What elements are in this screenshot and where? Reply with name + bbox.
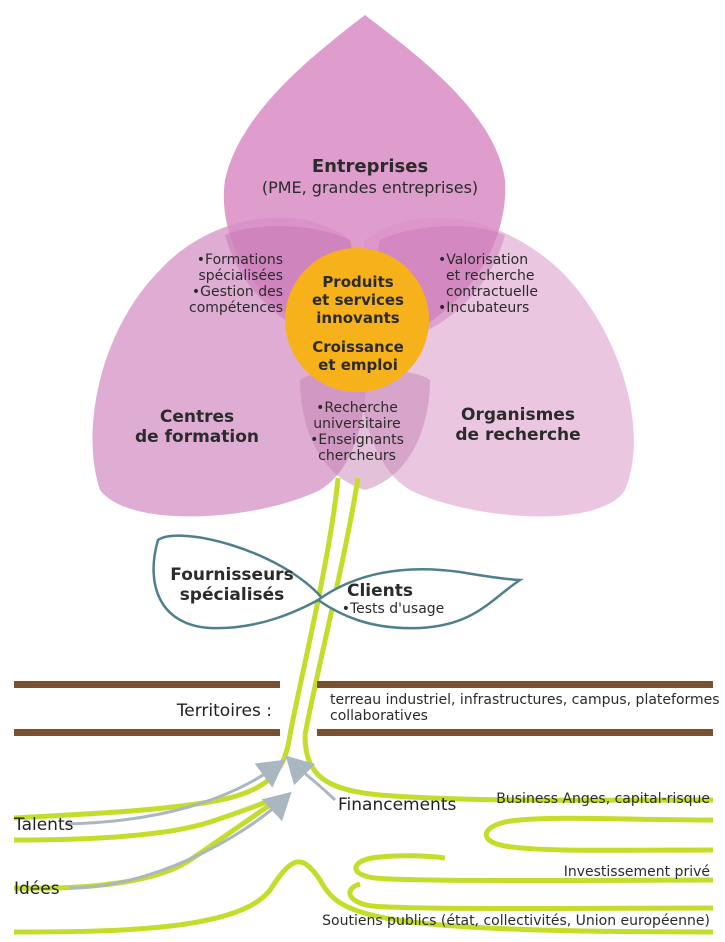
overlap-top-right-line: •Incubateurs xyxy=(438,300,529,316)
root-line xyxy=(13,859,714,935)
leaf-left-title-line: Fournisseurs xyxy=(170,565,293,585)
overlap-bottom-line: •Enseignants xyxy=(310,432,404,448)
root-line xyxy=(13,797,272,843)
talents-label: Talents xyxy=(13,815,74,835)
overlap-top-right-line: •Valorisation xyxy=(438,252,528,268)
stem-right-line xyxy=(302,477,361,736)
leaf-left-title-line: spécialisés xyxy=(180,585,285,605)
petal-top-subtitle: (PME, grandes entreprises) xyxy=(262,178,478,197)
overlap-bottom-line: •Recherche xyxy=(316,400,398,416)
root-line xyxy=(13,734,293,821)
center-line: et emploi xyxy=(318,356,398,374)
funding-soutiens-publics: Soutiens publics (état, collectivités, U… xyxy=(322,913,710,929)
center-line: et services xyxy=(312,291,404,309)
center-circle xyxy=(285,248,429,392)
petal-right-title-line: de recherche xyxy=(455,425,580,445)
territoires-label: Territoires : xyxy=(176,701,272,721)
financements-label: Financements xyxy=(338,795,456,815)
center-line: Croissance xyxy=(312,338,404,356)
funding-business-anges: Business Anges, capital-risque xyxy=(496,791,710,807)
petal-top-title: Entreprises xyxy=(312,156,428,177)
soil-bar-top-left xyxy=(14,681,280,688)
overlap-bottom-line: universitaire xyxy=(313,416,401,432)
soil-bar-bottom-right xyxy=(317,729,713,736)
overlap-top-left-line: spécialisées xyxy=(198,268,283,284)
overlap-bottom xyxy=(300,368,430,490)
overlap-top-right-line: et recherche xyxy=(446,268,534,284)
overlap-top-left-line: compétences xyxy=(189,300,283,316)
leaf-left xyxy=(152,534,324,630)
root-loop-investissement-lower xyxy=(347,881,714,911)
financements-arrow xyxy=(285,755,337,802)
soil-bar-bottom-left xyxy=(14,729,280,736)
territoires-description-line: collaboratives xyxy=(330,708,428,724)
talents-arrow xyxy=(64,759,286,826)
center-line: innovants xyxy=(316,309,400,327)
soil-bar-top-right xyxy=(317,681,713,688)
funding-investissement-prive: Investissement privé xyxy=(564,864,710,880)
overlap-top-right-line: contractuelle xyxy=(446,284,538,300)
leaf-right-item: •Tests d'usage xyxy=(342,601,445,617)
overlap-top-left-line: •Gestion des xyxy=(192,284,283,300)
root-loop-business-anges xyxy=(483,815,714,853)
stem-left-line xyxy=(287,477,341,736)
overlap-bottom-line: chercheurs xyxy=(318,448,396,464)
leaf-right xyxy=(315,567,525,630)
petal-right-title-line: Organismes xyxy=(461,405,575,425)
petal-left-title-line: Centres xyxy=(160,407,234,427)
petal-left-title-line: de formation xyxy=(135,427,259,447)
idees-arrow xyxy=(69,791,292,890)
root-loop-investissement xyxy=(353,853,714,883)
root-line xyxy=(302,734,714,803)
idees-label: Idées xyxy=(14,879,60,899)
overlap-top-left-line: •Formations xyxy=(197,252,283,268)
leaf-right-title: Clients xyxy=(347,581,413,601)
territoires-description-line: terreau industriel, infrastructures, cam… xyxy=(330,692,720,708)
center-line: Produits xyxy=(322,273,393,291)
